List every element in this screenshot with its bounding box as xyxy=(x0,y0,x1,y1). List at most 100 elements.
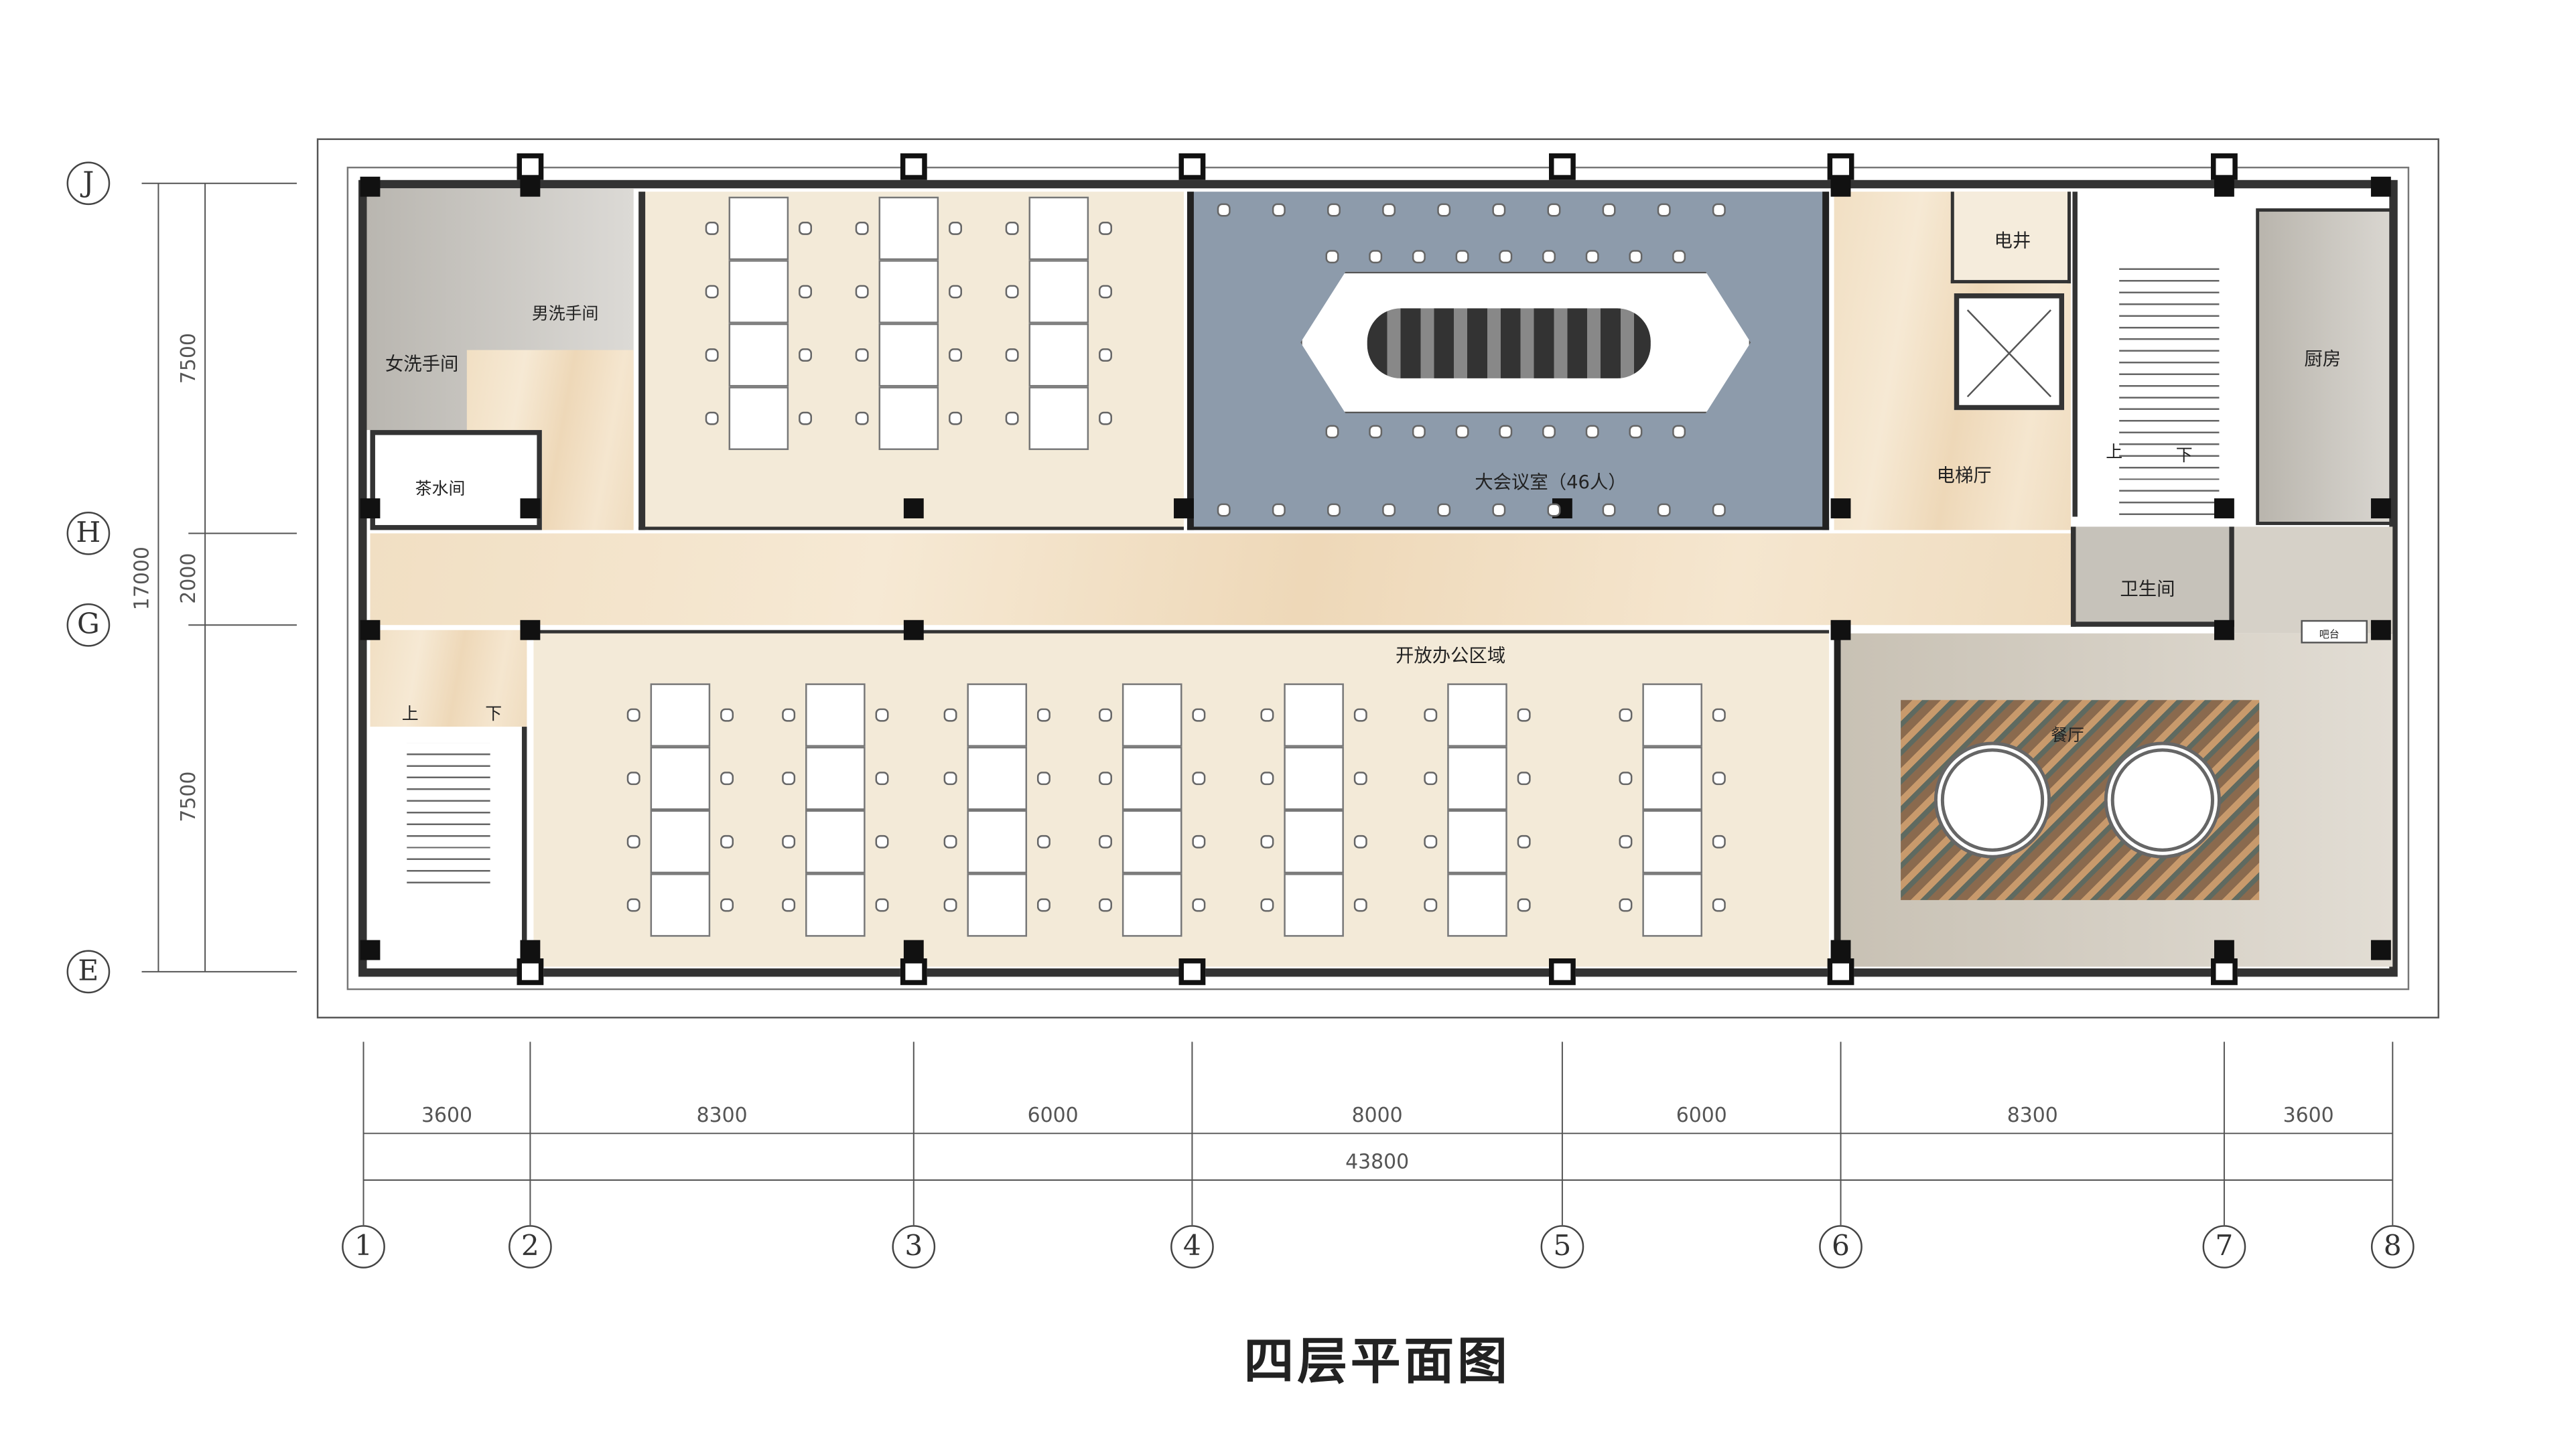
chair xyxy=(1542,250,1556,264)
desk xyxy=(650,873,711,937)
column xyxy=(520,498,541,518)
chair xyxy=(949,285,962,299)
column xyxy=(1827,958,1854,985)
column xyxy=(2370,620,2391,640)
label-bar: 吧台 xyxy=(2319,629,2340,641)
chair xyxy=(1657,503,1671,517)
desk xyxy=(1284,810,1344,874)
kitchen-floor xyxy=(2256,208,2393,525)
column xyxy=(2370,498,2391,518)
desk xyxy=(728,323,789,387)
chair xyxy=(949,411,962,425)
stair-down-label: 下 xyxy=(485,705,502,725)
chair xyxy=(1099,708,1112,722)
chair xyxy=(1260,772,1274,786)
chair xyxy=(799,285,812,299)
chair xyxy=(799,348,812,362)
chair xyxy=(1585,425,1599,439)
chair xyxy=(1036,772,1050,786)
desk xyxy=(878,196,939,261)
chair xyxy=(1424,708,1438,722)
desk xyxy=(1122,683,1182,747)
chair xyxy=(705,348,719,362)
axis-bubble-H: H xyxy=(66,512,111,555)
axis-bubble-5: 5 xyxy=(1540,1225,1584,1268)
axis-bubble-6: 6 xyxy=(1819,1225,1862,1268)
chair xyxy=(1672,250,1686,264)
label-conference-room: 大会议室（46人） xyxy=(1475,471,1627,494)
column xyxy=(2370,176,2391,197)
chair xyxy=(720,834,734,849)
chair xyxy=(1005,411,1019,425)
axis-bubble-G: G xyxy=(66,603,111,647)
chair xyxy=(1437,503,1451,517)
desk xyxy=(650,810,711,874)
chair xyxy=(1099,898,1112,912)
chair xyxy=(1712,708,1726,722)
label-open-office: 开放办公区域 xyxy=(1396,645,1506,667)
column xyxy=(1174,498,1194,518)
column xyxy=(1549,958,1576,985)
stair-up-label-east: 上 xyxy=(2106,444,2123,463)
column xyxy=(903,498,924,518)
chair xyxy=(1455,250,1469,264)
chair xyxy=(1260,834,1274,849)
axis-bubble-E: E xyxy=(66,950,111,994)
column xyxy=(360,498,381,518)
desk xyxy=(805,746,866,810)
dim-bay-7: 3600 xyxy=(2283,1103,2334,1127)
axis-bubble-3: 3 xyxy=(892,1225,936,1268)
chair xyxy=(1619,834,1633,849)
chair xyxy=(1005,221,1019,235)
chair xyxy=(1036,708,1050,722)
desk xyxy=(967,810,1028,874)
chair xyxy=(943,898,957,912)
dim-bay-3: 6000 xyxy=(1027,1103,1079,1127)
desk xyxy=(728,386,789,450)
dining-lobby xyxy=(2234,526,2393,634)
chair xyxy=(720,772,734,786)
axis-bubble-8: 8 xyxy=(2370,1225,2415,1268)
desk xyxy=(878,260,939,323)
chair xyxy=(1353,772,1367,786)
desk xyxy=(1284,873,1344,937)
desk xyxy=(650,683,711,747)
chair xyxy=(949,221,962,235)
desk xyxy=(728,260,789,323)
chair xyxy=(1602,503,1616,517)
column xyxy=(1830,176,1851,197)
chair xyxy=(1499,250,1513,264)
chair xyxy=(1217,203,1231,217)
chair xyxy=(1547,503,1561,517)
chair xyxy=(1260,708,1274,722)
chair xyxy=(1517,834,1531,849)
chair xyxy=(1099,772,1112,786)
desk xyxy=(805,873,866,937)
chair xyxy=(943,772,957,786)
dim-bay-2: 8300 xyxy=(696,1103,748,1127)
chair xyxy=(1412,250,1426,264)
label-mens-restroom: 男洗手间 xyxy=(531,305,599,325)
desk xyxy=(1642,746,1702,810)
chair xyxy=(943,708,957,722)
chair xyxy=(1005,348,1019,362)
label-restroom: 卫生间 xyxy=(2120,578,2175,600)
column xyxy=(1549,153,1576,180)
chair xyxy=(1619,708,1633,722)
chair xyxy=(1712,834,1726,849)
column xyxy=(517,958,544,985)
drawing-title: 四层平面图 xyxy=(1243,1333,1511,1392)
chair xyxy=(720,708,734,722)
chair xyxy=(1619,772,1633,786)
chair xyxy=(626,834,640,849)
axis-bubble-1: 1 xyxy=(342,1225,385,1268)
desk xyxy=(967,683,1028,747)
column xyxy=(903,620,924,640)
stair-west xyxy=(370,727,527,967)
chair xyxy=(1036,834,1050,849)
axis-bubble-7: 7 xyxy=(2202,1225,2246,1268)
desk xyxy=(1028,386,1089,450)
column xyxy=(360,620,381,640)
